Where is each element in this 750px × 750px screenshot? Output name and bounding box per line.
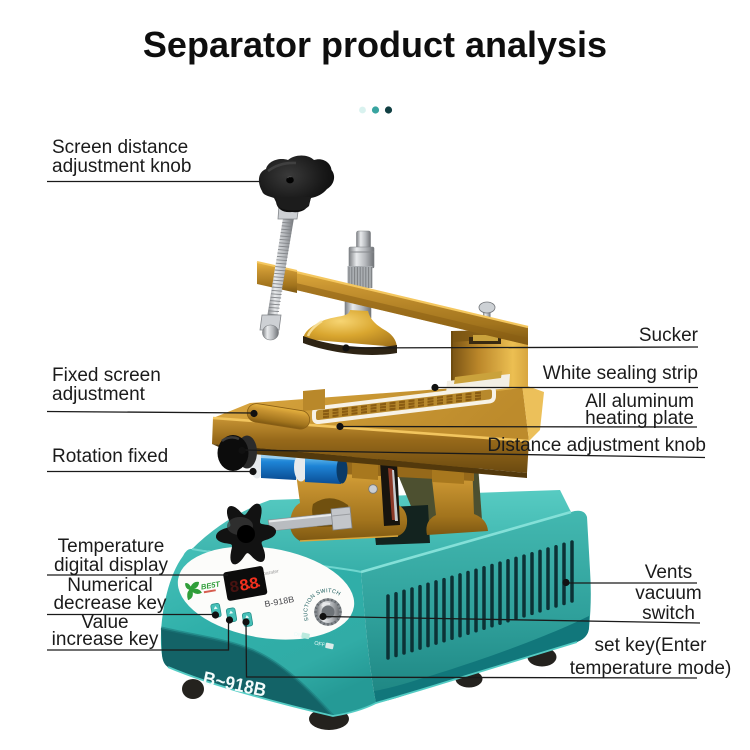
svg-text:ON: ON	[293, 632, 302, 640]
svg-text:8: 8	[228, 577, 241, 597]
svg-text:88: 88	[238, 574, 261, 596]
svg-text:OFF: OFF	[314, 641, 327, 649]
svg-text:BE5T: BE5T	[200, 579, 222, 591]
